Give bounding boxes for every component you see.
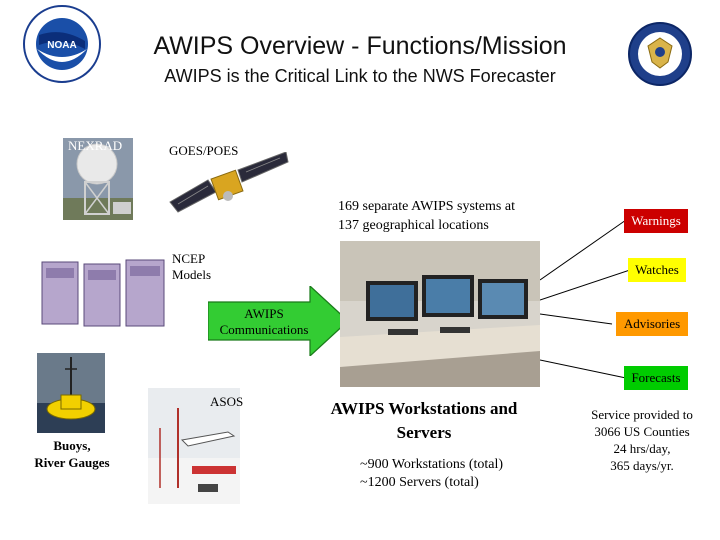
watches-box: Watches xyxy=(628,258,686,282)
noaa-logo: NOAA xyxy=(23,5,101,83)
satellite-image xyxy=(168,151,290,214)
forecasts-box: Forecasts xyxy=(624,366,688,390)
advisories-label: Advisories xyxy=(623,316,681,331)
nexrad-label: NEXRAD xyxy=(68,138,123,153)
noaa-logo-text: NOAA xyxy=(47,40,76,51)
communications-arrow xyxy=(207,284,349,358)
service-coverage-text: Service provided to 3066 US Counties 24 … xyxy=(591,407,693,473)
warnings-label: Warnings xyxy=(631,213,681,228)
slide-title: AWIPS Overview - Functions/Mission xyxy=(153,32,567,60)
commerce-logo xyxy=(628,22,692,86)
product-connector-lines xyxy=(540,219,630,379)
nexrad-photo xyxy=(63,138,133,220)
slide-subtitle: AWIPS is the Critical Link to the NWS Fo… xyxy=(164,66,556,86)
buoys-river-gauges-label: Buoys, River Gauges xyxy=(34,438,110,470)
noaa-seal-icon: NOAA xyxy=(23,5,101,83)
forecasts-label: Forecasts xyxy=(631,370,681,385)
awips-communications-label: AWIPS Communications xyxy=(219,306,309,337)
workstations-title: AWIPS Workstations and Servers xyxy=(330,399,518,442)
warnings-box: Warnings xyxy=(624,209,688,233)
asos-photo xyxy=(148,388,240,504)
department-of-commerce-seal-icon xyxy=(628,22,692,86)
watches-label: Watches xyxy=(635,262,679,277)
ncep-servers-image xyxy=(38,252,168,330)
buoy-photo xyxy=(37,353,105,433)
workstations-counts: ~900 Workstations (total) ~1200 Servers … xyxy=(360,457,504,490)
goes-poes-label: GOES/POES xyxy=(169,143,239,158)
asos-label: ASOS xyxy=(210,394,244,409)
advisories-box: Advisories xyxy=(616,312,688,336)
workstations-photo xyxy=(340,241,540,387)
ncep-models-label: NCEP Models xyxy=(172,251,211,282)
systems-count-text: 169 separate AWIPS systems at 137 geogra… xyxy=(338,199,515,233)
